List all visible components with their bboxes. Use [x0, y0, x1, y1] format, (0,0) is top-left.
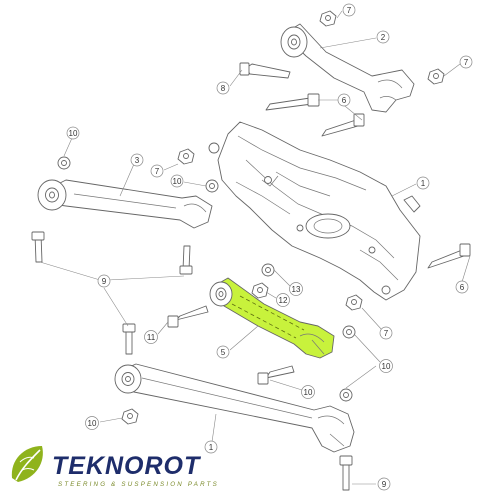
- callout-2: 2: [376, 30, 390, 44]
- callout-10-mid: 10: [170, 174, 184, 188]
- bolt-6a: [265, 93, 320, 111]
- callout-6-upper: 6: [337, 93, 351, 107]
- bolt-9c: [122, 323, 136, 355]
- callout-label: 9: [102, 277, 107, 286]
- bolt-6c: [427, 243, 471, 269]
- callout-label: 7: [384, 329, 389, 338]
- bolt-6b: [321, 113, 365, 137]
- bolt-9b: [179, 245, 193, 275]
- callout-label: 10: [69, 129, 78, 138]
- callout-3: 3: [130, 153, 144, 167]
- bolt-9a: [31, 231, 45, 263]
- brand-tagline: STEERING & SUSPENSION PARTS: [58, 481, 219, 488]
- callout-7-mid: 7: [150, 164, 164, 178]
- callout-label: 1: [209, 443, 214, 452]
- callout-1-top: 1: [416, 176, 430, 190]
- nut-7-right-top: [427, 68, 445, 85]
- callout-label: 9: [382, 480, 387, 489]
- callout-9-left: 9: [97, 274, 111, 288]
- washer-10-left: [57, 156, 71, 170]
- callout-9-bottom: 9: [377, 477, 391, 491]
- bolts: [31, 62, 471, 491]
- washer-13: [261, 263, 275, 277]
- leader-lines: [39, 10, 471, 485]
- bolt-9d: [339, 455, 353, 491]
- callout-13: 13: [289, 282, 303, 296]
- leaf-icon: [11, 446, 43, 482]
- bolt-11: [167, 305, 209, 328]
- callout-7-right: 7: [459, 55, 473, 69]
- bolt-5: [257, 365, 295, 385]
- callout-label: 1: [421, 179, 426, 188]
- callout-label: 10: [173, 177, 182, 186]
- callout-label: 10: [304, 388, 313, 397]
- callout-label: 2: [381, 33, 386, 42]
- callout-8: 8: [216, 81, 230, 95]
- callout-label: 8: [221, 84, 226, 93]
- callouts: 7 2 8 7 6 10 3 7 10 1 6 9 13 12 11 5 7 1…: [66, 3, 473, 491]
- callout-10-bottom-left: 10: [85, 416, 99, 430]
- callout-7-top: 7: [342, 3, 356, 17]
- nut-7-lower: [345, 294, 363, 311]
- nut-7-mid: [177, 148, 195, 165]
- callout-label: 5: [221, 348, 226, 357]
- callout-label: 11: [147, 333, 156, 342]
- upper-control-arm: [280, 23, 415, 113]
- callout-label: 10: [88, 419, 97, 428]
- bolt-8: [239, 62, 291, 79]
- callout-10-left: 10: [66, 126, 80, 140]
- callout-10-right: 10: [379, 359, 393, 373]
- callout-label: 7: [155, 167, 160, 176]
- washer-10-bottom-right: [339, 388, 353, 402]
- nut-10-bottom-left: [121, 408, 139, 425]
- callout-10-lowmid: 10: [301, 385, 315, 399]
- callout-label: 6: [460, 283, 465, 292]
- callout-7-lower: 7: [379, 326, 393, 340]
- washer-10-right: [342, 325, 356, 339]
- callout-1-bottom: 1: [204, 440, 218, 454]
- callout-11: 11: [144, 330, 158, 344]
- callout-label: 3: [135, 156, 140, 165]
- callout-5: 5: [216, 345, 230, 359]
- callout-label: 12: [279, 296, 288, 305]
- subframe: [208, 121, 421, 301]
- callout-label: 7: [464, 58, 469, 67]
- brand-name: TEKNOROT: [52, 452, 202, 480]
- washer-10-mid: [205, 179, 219, 193]
- nut-7-top: [319, 10, 337, 27]
- lateral-link-arm: [37, 179, 213, 229]
- callout-label: 10: [382, 362, 391, 371]
- brand-logo: TEKNOROT STEERING & SUSPENSION PARTS: [11, 446, 219, 488]
- callout-6-right: 6: [455, 280, 469, 294]
- callout-label: 6: [342, 96, 347, 105]
- highlighted-toe-link: [209, 277, 335, 359]
- callout-label: 13: [292, 285, 301, 294]
- callout-label: 7: [347, 6, 352, 15]
- nut-12: [251, 282, 269, 299]
- callout-12: 12: [276, 293, 290, 307]
- lower-long-arm: [114, 363, 355, 453]
